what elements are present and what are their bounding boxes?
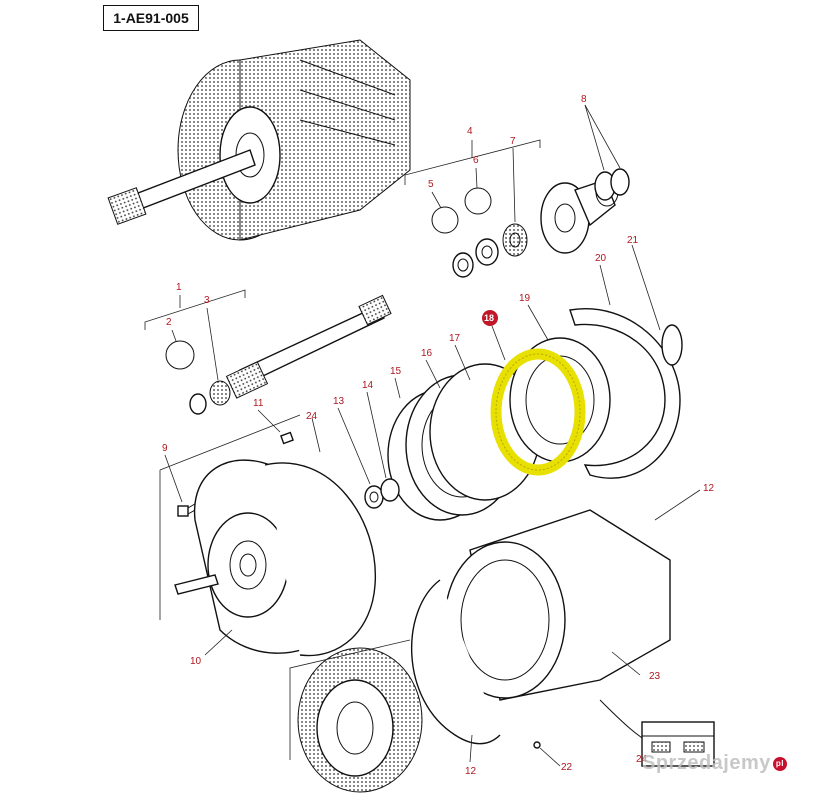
callout-22: 22 [561,762,573,773]
callout-12a: 12 [703,483,715,494]
part-18-friction-disc-highlighted[interactable] [490,348,586,476]
callout-18[interactable]: 18 [484,313,494,323]
callout-1: 1 [176,282,182,293]
seal-detail-6 [464,187,492,215]
callout-10: 10 [190,656,202,667]
callout-8: 8 [581,94,587,105]
gear-drum-illustration [297,647,423,793]
callout-16: 16 [421,348,433,359]
callout-12b: 12 [465,766,477,777]
part-3-bearing [209,380,231,406]
callout-21: 21 [627,235,639,246]
part-7-bearing [502,223,528,257]
callout-6: 6 [473,155,479,166]
part-5-ring [452,252,474,278]
part-6-ring [475,238,499,266]
callout-19: 19 [519,293,531,304]
callout-18-badge[interactable] [482,310,498,326]
part-2-washer [189,393,207,415]
part-8-seal-b [610,168,630,196]
callout-20: 20 [595,253,607,264]
part-1-shaft [225,294,392,399]
callout-4: 4 [467,126,473,137]
part-13-washer [364,485,384,509]
callout-3: 3 [204,295,210,306]
seal-detail-5 [431,206,459,234]
callout-7: 7 [510,136,516,147]
callout-13: 13 [333,396,345,407]
assembled-axle-illustration [107,39,411,241]
callout-11: 11 [253,398,264,409]
part-11-pin [280,431,294,445]
part-12-oring-lower [410,579,501,745]
callout-14: 14 [362,380,374,391]
watermark-text: Sprzedajemy [642,752,771,774]
callout-2: 2 [166,317,172,328]
seal-detail-24 [641,721,715,767]
callout-5: 5 [428,179,434,190]
reference-code-box: 1-AE91-005 [103,5,199,31]
callout-24b: 24 [636,754,648,765]
callout-24a: 24 [306,411,318,422]
part-24-oring [264,462,376,657]
callout-9: 9 [162,443,168,454]
watermark-logo-dot: pl [772,756,787,771]
part-14-washer [380,478,400,502]
part-12-drum-housing [444,509,671,701]
callout-15: 15 [390,366,402,377]
callout-17: 17 [449,333,461,344]
callout-23: 23 [649,671,661,682]
part-21-hub [661,324,683,366]
part-22-pin [533,741,541,749]
seal-detail-2 [165,340,195,370]
